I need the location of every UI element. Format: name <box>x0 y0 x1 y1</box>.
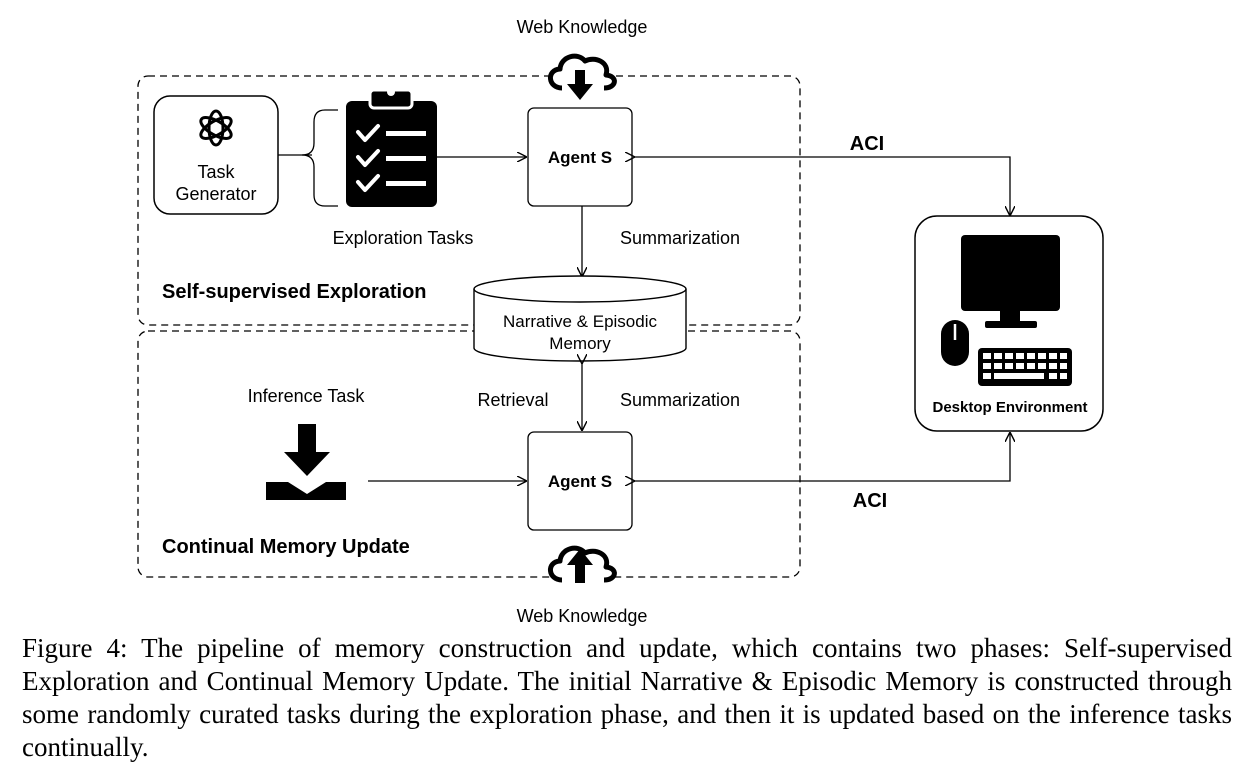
computer-monitor-icon <box>961 235 1060 328</box>
cloud-download-icon <box>548 53 617 100</box>
cloud-upload-icon <box>548 545 617 583</box>
bracket-connector <box>301 109 338 207</box>
task-generator-label-line2: Generator <box>175 184 256 204</box>
clipboard-checklist-icon <box>346 88 437 207</box>
agent-s-bottom-label: Agent S <box>548 472 612 491</box>
keyboard-icon <box>978 348 1072 386</box>
aci-bottom-label: ACI <box>853 490 887 512</box>
aci-bottom-connection <box>634 433 1010 481</box>
self-supervised-exploration-label: Self-supervised Exploration <box>162 281 427 303</box>
summarization-top-label: Summarization <box>620 228 740 248</box>
agent-s-top-label: Agent S <box>548 148 612 167</box>
summarization-bottom-label: Summarization <box>620 390 740 410</box>
aci-top-connection <box>634 157 1010 215</box>
exploration-tasks-label: Exploration Tasks <box>333 228 474 248</box>
memory-database <box>473 275 687 362</box>
retrieval-label: Retrieval <box>477 390 548 410</box>
openai-logo-icon <box>199 109 233 147</box>
aci-top-label: ACI <box>850 133 884 155</box>
inference-task-label: Inference Task <box>248 386 366 406</box>
memory-label-line1: Narrative & Episodic <box>503 312 658 331</box>
memory-label-line2: Memory <box>549 334 611 353</box>
continual-memory-update-label: Continual Memory Update <box>162 536 410 558</box>
mouse-icon <box>941 320 969 366</box>
download-tray-icon <box>266 424 346 500</box>
web-knowledge-top-label: Web Knowledge <box>517 17 648 37</box>
memory-pipeline-diagram: Web Knowledge Task Generator Exploration… <box>137 17 1104 626</box>
desktop-environment-label: Desktop Environment <box>932 399 1087 416</box>
task-generator-label-line1: Task <box>197 162 235 182</box>
web-knowledge-bottom-label: Web Knowledge <box>517 606 648 626</box>
figure-caption: Figure 4: The pipeline of memory constru… <box>22 633 1232 762</box>
